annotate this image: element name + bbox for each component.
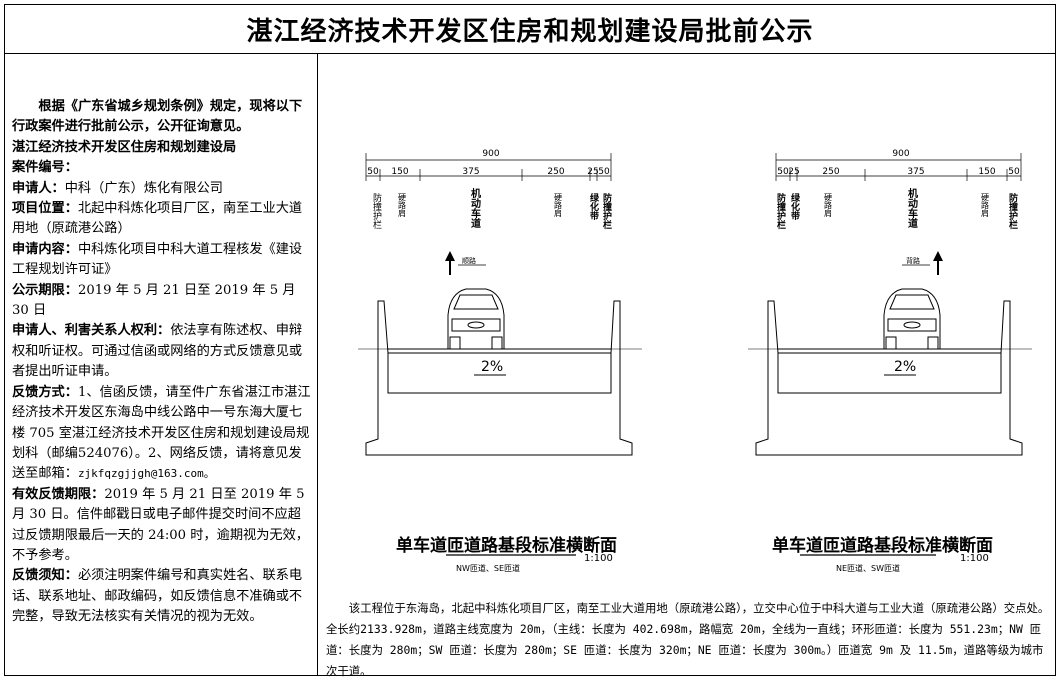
total-width-label: 900 bbox=[482, 149, 499, 159]
lane-label-0: 防撞护栏 bbox=[775, 192, 786, 230]
scale-label: 1:100 bbox=[584, 553, 613, 564]
dim-0: 50 bbox=[367, 167, 379, 177]
lane-label-5: 防撞护栏 bbox=[1007, 192, 1018, 230]
feedback-label: 反馈方式： bbox=[12, 384, 78, 400]
period-label: 公示期限： bbox=[12, 282, 78, 298]
lane-label-2: 硬路肩 bbox=[824, 193, 833, 218]
content-row: 申请内容：中科炼化项目中科大道工程核发《建设工程规划许可证》 bbox=[12, 240, 311, 281]
case-no-label: 案件编号： bbox=[12, 160, 78, 176]
valid-label: 有效反馈期限： bbox=[12, 486, 105, 502]
case-no-row: 案件编号： bbox=[12, 158, 311, 178]
rights-value: 依法享有陈述权、申辩权和听证权。可通过信函或网络的方式反馈意见或者提出听证申请。 bbox=[12, 323, 303, 380]
content-value: 中科炼化项目中科大道工程核发《建设工程规划许可证》 bbox=[12, 241, 303, 278]
location-row: 项目位置：北起中科炼化项目厂区，南至工业大道用地（原疏港公路） bbox=[12, 199, 311, 240]
direction-arrow-icon bbox=[902, 251, 943, 275]
notice-label: 反馈须知： bbox=[12, 568, 78, 584]
lane-label-1: 硬路肩 bbox=[398, 193, 407, 218]
direction-label: 顺路 bbox=[462, 256, 476, 265]
cross-section-right: 900 50 25 250 375 150 50 防撞护栏 绿化带 硬路肩 机 bbox=[748, 149, 1032, 573]
lane-label-4: 绿化带 bbox=[588, 192, 599, 221]
direction-label: 背路 bbox=[906, 256, 920, 265]
applicant-row: 申请人：中科（广东）炼化有限公司 bbox=[12, 179, 311, 199]
dim-3: 375 bbox=[907, 167, 924, 177]
content-label: 申请内容： bbox=[12, 241, 78, 257]
dim-1: 25 bbox=[788, 167, 799, 177]
notice-intro: 根据《广东省城乡规划条例》规定，现将以下行政案件进行批前公示，公开征询意见。 bbox=[12, 99, 303, 135]
project-description: 该工程位于东海岛，北起中科炼化项目厂区，南至工业大道用地（原疏港公路），立交中心… bbox=[326, 601, 1050, 678]
drawing-panel: 900 50 150 375 250 25 50 防撞护栏 硬路肩 机动车道 bbox=[318, 53, 1054, 678]
lane-label-5: 防撞护栏 bbox=[601, 192, 612, 230]
location-label: 项目位置： bbox=[12, 201, 78, 217]
location-value: 北起中科炼化项目厂区，南至工业大道用地（原疏港公路） bbox=[12, 201, 303, 237]
period-value: 2019 年 5 月 21 日至 2019 年 5 月 30 日 bbox=[12, 282, 296, 319]
lane-label-1: 绿化带 bbox=[789, 192, 800, 221]
notice-value: 必须注明案件编号和真实姓名、联系电话、联系地址、邮政编码，如反馈信息不准确或不完… bbox=[12, 568, 303, 625]
slope-label: 2% bbox=[481, 359, 503, 375]
lane-label-3: 机动车道 bbox=[906, 187, 918, 229]
dim-5: 50 bbox=[598, 167, 610, 177]
section-subtitle: NE匝道、SW匝道 bbox=[836, 563, 900, 573]
notice-frame: 湛江经济技术开发区住房和规划建设局批前公示 根据《广东省城乡规划条例》规定，现将… bbox=[4, 4, 1056, 678]
scale-label: 1:100 bbox=[960, 553, 989, 564]
dim-4: 25 bbox=[587, 167, 598, 177]
cross-section-left: 900 50 150 375 250 25 50 防撞护栏 硬路肩 机动车道 bbox=[358, 149, 642, 573]
rights-row: 申请人、利害关系人权利：依法享有陈述权、申辩权和听证权。可通过信函或网络的方式反… bbox=[12, 321, 311, 382]
dim-1: 150 bbox=[391, 167, 408, 177]
car-icon bbox=[883, 288, 941, 350]
valid-row: 有效反馈期限：2019 年 5 月 21 日至 2019 年 5 月 30 日。… bbox=[12, 485, 311, 567]
road-section bbox=[748, 300, 1032, 456]
period-row: 公示期限：2019 年 5 月 21 日至 2019 年 5 月 30 日 bbox=[12, 281, 311, 322]
slope-label: 2% bbox=[894, 359, 916, 375]
applicant-label: 申请人： bbox=[12, 180, 65, 196]
rights-label: 申请人、利害关系人权利： bbox=[12, 323, 171, 339]
section-subtitle: NW匝道、SE匝道 bbox=[456, 563, 520, 573]
dim-4: 150 bbox=[978, 167, 995, 177]
cross-section-drawing: 900 50 150 375 250 25 50 防撞护栏 硬路肩 机动车道 bbox=[358, 149, 1032, 573]
valid-value: 2019 年 5 月 21 日至 2019 年 5 月 30 日。信件邮戳日或电… bbox=[12, 486, 309, 563]
section-title: 单车道匝道路基段标准横断面 bbox=[396, 535, 617, 556]
notice-panel: 根据《广东省城乡规划条例》规定，现将以下行政案件进行批前公示，公开征询意见。 湛… bbox=[5, 53, 318, 675]
car-icon bbox=[447, 288, 505, 350]
feedback-email-link[interactable]: zjkfqzgjjgh@163.com。 bbox=[77, 467, 215, 481]
feedback-value: 1、信函反馈，请至件广东省湛江市湛江经济技术开发区东海岛中线公路中一号东海大厦七… bbox=[12, 384, 311, 482]
notice-issuer: 湛江经济技术开发区住房和规划建设局 bbox=[12, 139, 237, 155]
dim-5: 50 bbox=[1008, 167, 1020, 177]
dim-2: 375 bbox=[462, 167, 479, 177]
road-section bbox=[358, 300, 642, 456]
page-title: 湛江经济技术开发区住房和规划建设局批前公示 bbox=[5, 5, 1055, 54]
total-width-label: 900 bbox=[892, 149, 909, 159]
dim-3: 250 bbox=[547, 167, 564, 177]
feedback-row: 反馈方式：1、信函反馈，请至件广东省湛江市湛江经济技术开发区东海岛中线公路中一号… bbox=[12, 383, 311, 485]
dim-2: 250 bbox=[822, 167, 839, 177]
applicant-value: 中科（广东）炼化有限公司 bbox=[64, 180, 223, 196]
lane-label-0: 防撞护栏 bbox=[371, 192, 382, 230]
lane-label-2: 机动车道 bbox=[469, 187, 481, 229]
direction-arrow-icon bbox=[445, 251, 486, 275]
section-title: 单车道匝道路基段标准横断面 bbox=[772, 535, 993, 556]
notice-row: 反馈须知：必须注明案件编号和真实姓名、联系电话、联系地址、邮政编码，如反馈信息不… bbox=[12, 566, 311, 627]
lane-label-3: 硬路肩 bbox=[554, 193, 563, 218]
lane-label-4: 硬路肩 bbox=[981, 193, 990, 218]
dim-0: 50 bbox=[777, 167, 789, 177]
